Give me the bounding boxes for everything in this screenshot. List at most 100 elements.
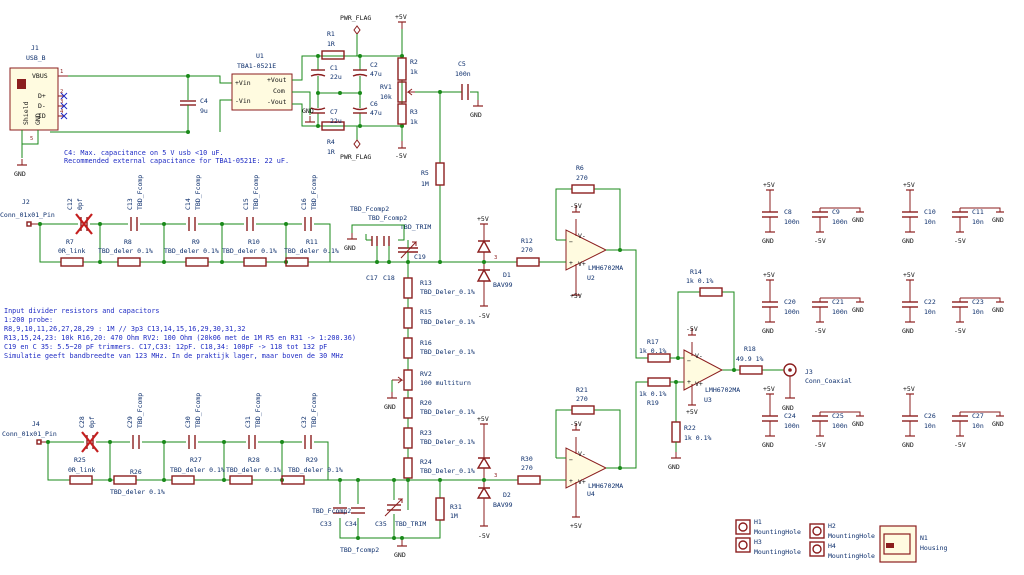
supply-label: +5V <box>763 271 775 279</box>
r18-ref: R18 <box>744 345 756 353</box>
caps-c33-c34-c35: TBD_Fcomp2 C33 C34 TBD_fcomp2 C35 TBD_TR… <box>312 498 426 554</box>
resistor-r15: R15 TBD_Deler_0.1% <box>403 307 475 329</box>
j1-vbus: VBUS <box>32 72 48 80</box>
d1-m5v: -5V <box>478 312 490 320</box>
capacitor-c29: C29 TBD_Fcomp <box>126 393 144 449</box>
d2-value: BAV99 <box>493 501 513 509</box>
rv2-ref: RV2 <box>420 370 432 378</box>
r29-ref: R29 <box>306 456 318 464</box>
h3-value: MountingHole <box>754 548 801 556</box>
c35-ref: C35 <box>375 520 387 528</box>
resistor-r9: R9 TBD_deler 0.1% <box>164 238 219 267</box>
cap-value: 100n <box>784 422 800 430</box>
opamp-u4: − + V- V+ U4 LMH6702MA <box>565 447 623 498</box>
u2-plus: + <box>569 259 573 267</box>
supply-label: -5V <box>814 327 826 335</box>
j3-gnd: GND <box>782 404 794 412</box>
r19-value: 1k 0.1% <box>639 390 666 398</box>
capacitor-c4: C4 9u <box>180 97 208 115</box>
u2-ref: U2 <box>587 274 595 282</box>
r10-ref: R10 <box>248 238 260 246</box>
cap-value: 10n <box>972 422 984 430</box>
c30-ref: C30 <box>184 416 192 428</box>
coax-connector-j3: J3 Conn_Coaxial <box>783 363 852 392</box>
c15-value: TBD_Fcomp <box>252 175 260 210</box>
resistor-r31: R31 1M <box>435 497 462 521</box>
r12-ref: R12 <box>521 237 533 245</box>
r29-value: TBD_deler 0.1% <box>288 466 343 474</box>
j1-gnd-label: GND <box>14 170 26 178</box>
r6-ref: R6 <box>576 164 584 172</box>
potentiometer-rv1: RV1 10k <box>380 81 415 103</box>
j4-value: Conn_01x01_Pin <box>2 430 57 438</box>
cap-ref: C24 <box>784 412 796 420</box>
resistor-r5: R5 1M <box>421 162 445 188</box>
r28-value: TBD_deler 0.1% <box>226 466 281 474</box>
u1-voutm: -Vout <box>267 98 287 106</box>
u2-p5v: +5V <box>570 292 582 300</box>
c35-value: TBD_TRIM <box>395 520 426 528</box>
n1-ref: N1 <box>920 534 928 542</box>
rv2-value: 100 multiturn <box>420 379 471 387</box>
supply-label: +5V <box>903 385 915 393</box>
gnd-label: GND <box>852 216 864 224</box>
u2-vm: V- <box>578 232 586 240</box>
r30-value: 270 <box>521 464 533 472</box>
c28-ref: C28 <box>78 416 86 428</box>
u1-com: Com <box>273 87 285 95</box>
mounting-hole-h1: H1 MountingHole <box>735 518 801 536</box>
r20-ref: R20 <box>420 399 432 407</box>
resistor-r16: R16 TBD_Deler_0.1% <box>403 337 475 359</box>
r8-value: TBD_deler 0.1% <box>98 247 153 255</box>
decoupling-caps: +5VGNDC8100n-5VGNDC9100n+5VGNDC1010n-5VG… <box>762 181 1004 449</box>
h1-ref: H1 <box>754 518 762 526</box>
capacitor-c16: C16 TBD_Fcomp <box>300 175 318 231</box>
resistor-r21: R21 270 <box>571 386 595 415</box>
cap-value: 10n <box>924 218 936 226</box>
gnd-label: GND <box>852 306 864 314</box>
r23-value: TBD_Deler_0.1% <box>420 438 475 446</box>
c19-ref: C19 <box>414 253 426 261</box>
c16-ref: C16 <box>300 198 308 210</box>
potentiometer-rv2: RV2 100 multiturn <box>392 369 471 391</box>
cap-value: 10n <box>924 308 936 316</box>
divider-note: Input divider resistors and capacitors 1… <box>4 307 356 360</box>
j1-pin5: 5 <box>30 136 33 142</box>
h2-value: MountingHole <box>828 532 875 540</box>
c5-value: 100n <box>455 70 471 78</box>
caps-c17-c18-c19: C17 C18 C19 <box>366 236 426 282</box>
gnd-label: GND <box>902 441 914 449</box>
gnd-label: GND <box>852 420 864 428</box>
c7-ref: C7 <box>330 108 338 116</box>
capacitor-c28-dnp: C28 0pf <box>78 416 99 453</box>
h4-value: MountingHole <box>828 552 875 560</box>
c4-note-1: C4: Max. capacitance on 5 V usb <10 uF. <box>64 149 224 157</box>
n1-value: Housing <box>920 544 947 552</box>
capacitor-c13: C13 TBD_Fcomp <box>126 175 144 231</box>
u3-minus: − <box>687 357 691 365</box>
r19-ref: R19 <box>647 399 659 407</box>
supply-label: +5V <box>763 385 775 393</box>
u4-p5v: +5V <box>570 522 582 530</box>
gnd-label: GND <box>902 237 914 245</box>
r4-value: 1R <box>327 148 335 156</box>
cap-ref: C23 <box>972 298 984 306</box>
note-line-3: R8,9,10,11,26,27,28,29 : 1M // 3p3 C13,1… <box>4 325 245 333</box>
cap-value: 10n <box>972 218 984 226</box>
c14-ref: C14 <box>184 198 192 210</box>
c18-ref: C18 <box>383 274 395 282</box>
u4-ref: U4 <box>587 490 595 498</box>
r1-ref: R1 <box>327 30 335 38</box>
d1-value: BAV99 <box>493 281 513 289</box>
resistor-r24: R24 TBD_Deler_0.1% <box>403 457 475 479</box>
r27-ref: R27 <box>190 456 202 464</box>
gnd-label: GND <box>762 441 774 449</box>
resistor-r20: R20 TBD_Deler_0.1% <box>403 397 475 419</box>
r4-ref: R4 <box>327 138 335 146</box>
note-line-1: Input divider resistors and capacitors <box>4 307 160 315</box>
c31-ref: C31 <box>244 416 252 428</box>
c32-value: TBD_Fcomp <box>310 393 318 428</box>
